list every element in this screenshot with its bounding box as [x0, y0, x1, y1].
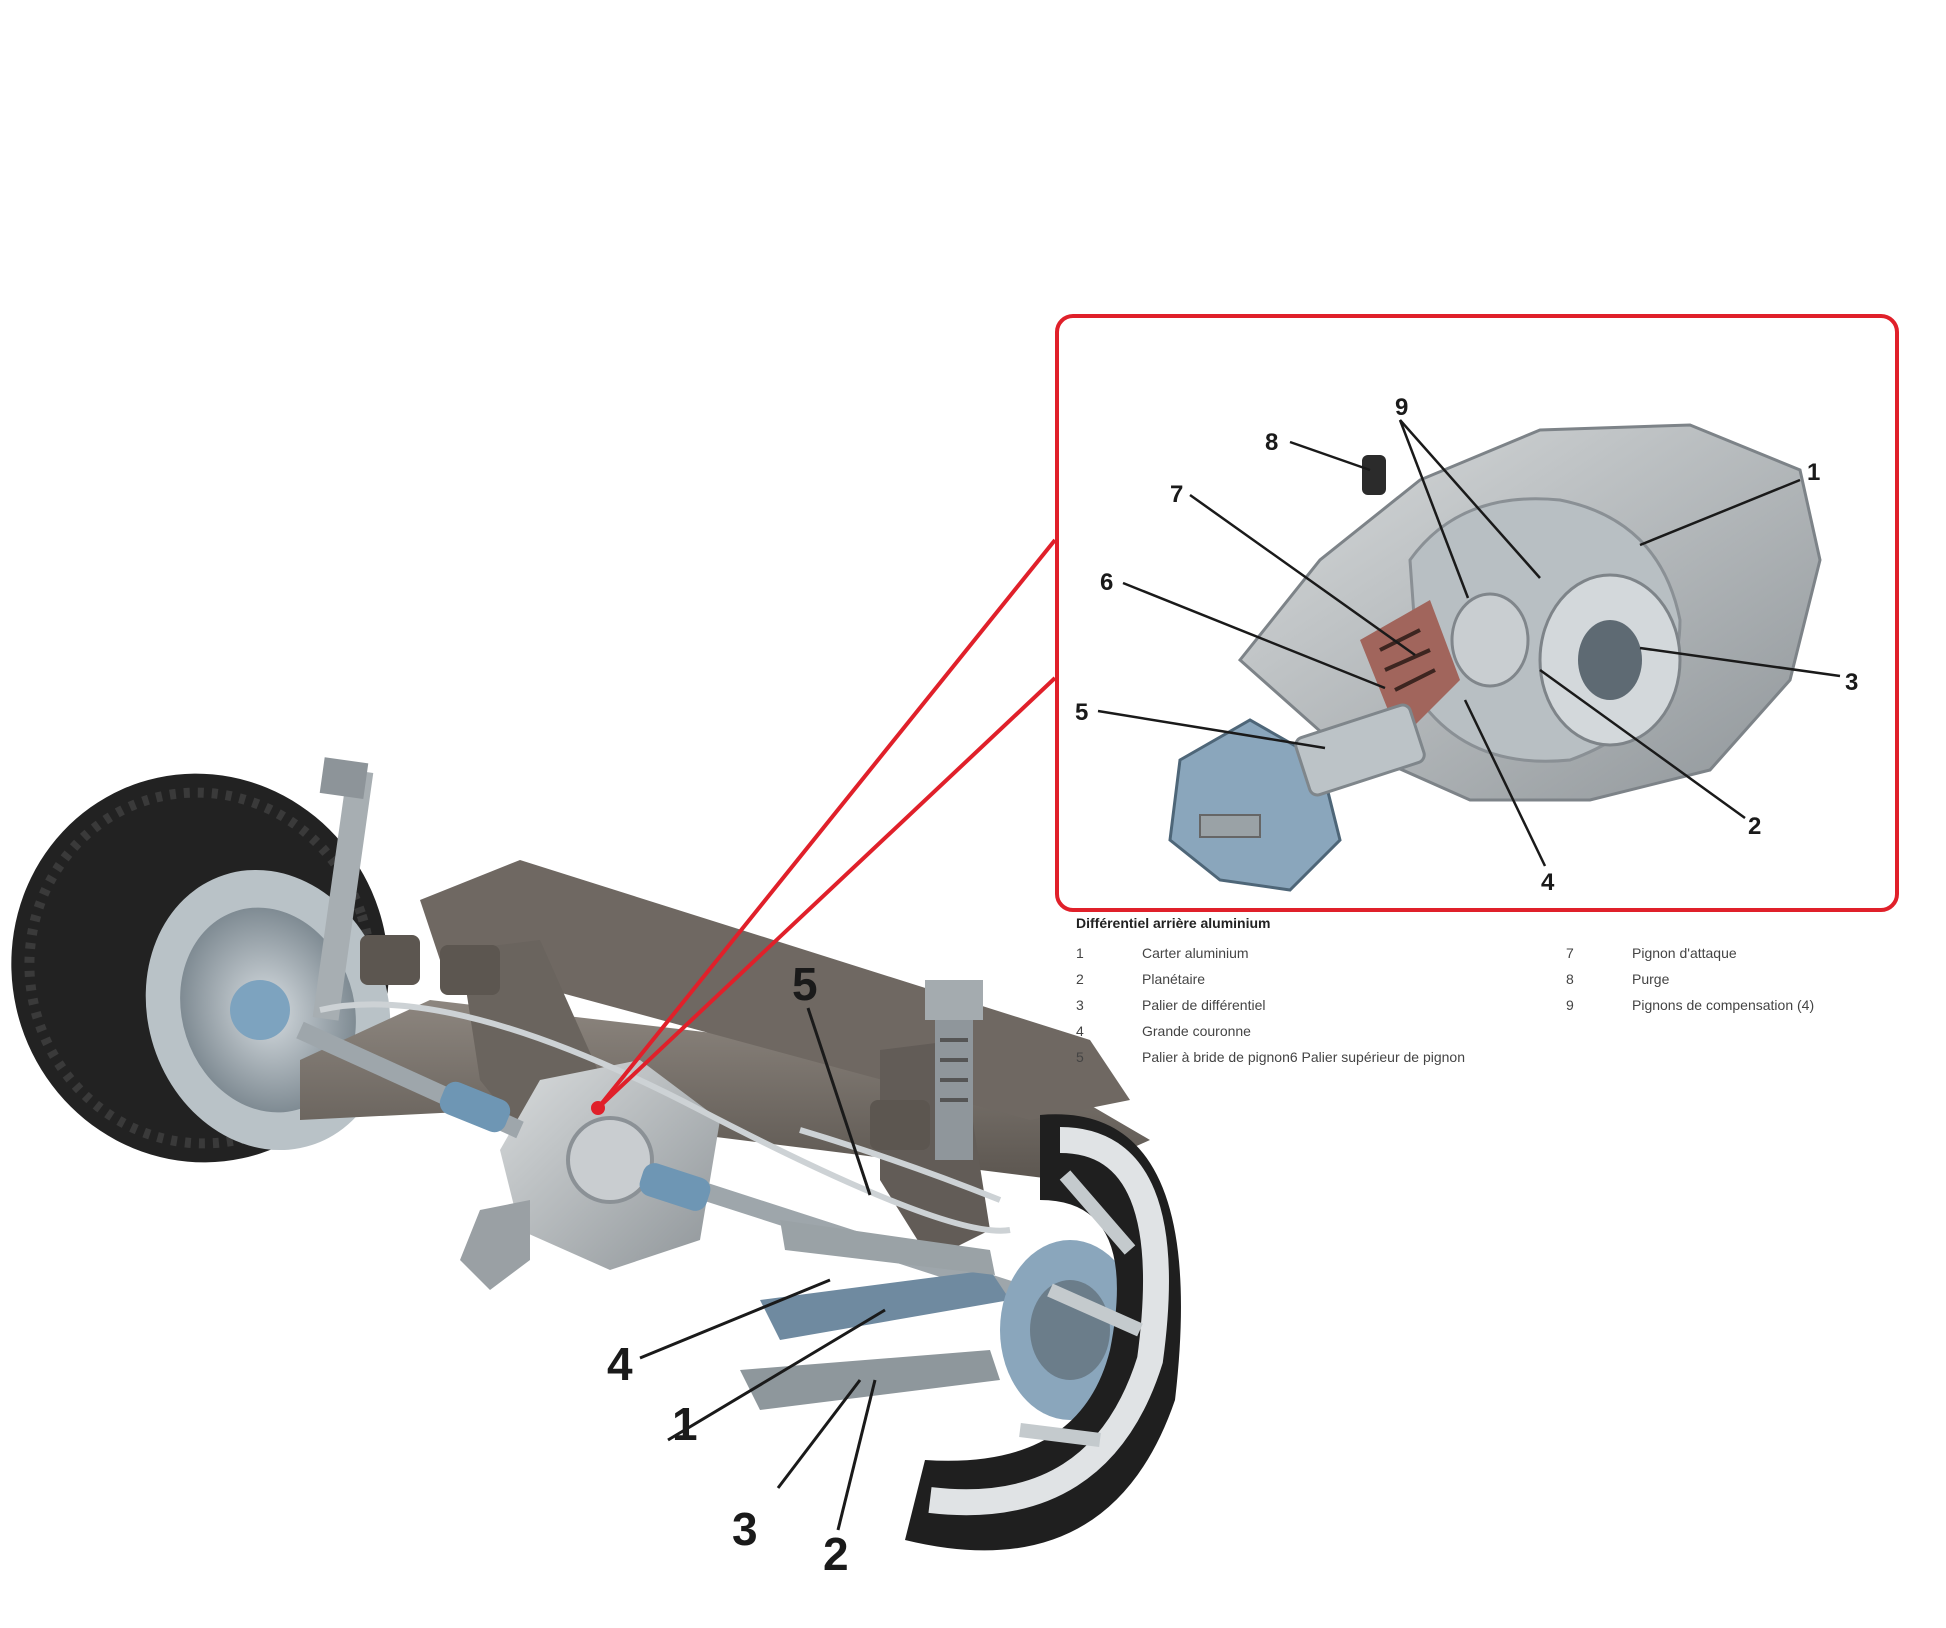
- right-strut: [925, 980, 983, 1160]
- axle-callout-3: 3: [732, 1503, 758, 1555]
- legend-item-text: Palier à bride de pignon6 Palier supérie…: [1142, 1049, 1465, 1065]
- legend-item-text: Pignons de compensation (4): [1632, 997, 1815, 1013]
- differential-housing: [460, 1060, 720, 1290]
- axle-callout-2: 2: [823, 1528, 849, 1580]
- detail-callout-6: 6: [1100, 569, 1113, 596]
- right-wheel: [905, 1114, 1181, 1551]
- axle-callout-1: 1: [672, 1398, 698, 1450]
- zoom-pointer-lines: [591, 538, 1057, 1115]
- detail-callout-5: 5: [1075, 699, 1088, 726]
- detail-callout-7: 7: [1170, 481, 1183, 508]
- detail-leader-lines: [1097, 419, 1841, 867]
- detail-callout-2: 2: [1748, 813, 1761, 840]
- rear-axle-assembly: 1 2 3 4 5: [11, 757, 1181, 1580]
- legend-title: Différentiel arrière aluminium: [1076, 915, 1271, 931]
- legend-item-text: Pignon d'attaque: [1632, 945, 1737, 961]
- breather-vent: [1362, 455, 1386, 495]
- legend-item-text: Palier de différentiel: [1142, 997, 1266, 1013]
- legend-item-text: Purge: [1632, 971, 1670, 987]
- pinion-flange: [1168, 703, 1426, 892]
- detail-callout-1: 1: [1807, 459, 1820, 486]
- differential-legend: Différentiel arrière aluminium 1 Carter …: [1076, 915, 1876, 1075]
- brake-lines: [319, 1001, 1011, 1234]
- detail-callout-9: 9: [1395, 394, 1408, 421]
- axle-callout-4: 4: [607, 1338, 633, 1390]
- legend-item-number: 4: [1076, 1023, 1084, 1039]
- cutaway-housing: [1237, 423, 1822, 802]
- legend-item-text: Planétaire: [1142, 971, 1206, 987]
- legend-item-text: Grande couronne: [1142, 1023, 1251, 1039]
- detail-callout-3: 3: [1845, 669, 1858, 696]
- axle-leader-lines: [639, 1007, 886, 1531]
- left-strut: [312, 757, 374, 1021]
- legend-item-number: 9: [1566, 997, 1574, 1013]
- legend-item-number: 8: [1566, 971, 1574, 987]
- legend-item-text: Carter aluminium: [1142, 945, 1249, 961]
- control-arms: [740, 1220, 1010, 1410]
- legend-item-number: 5: [1076, 1049, 1084, 1065]
- detail-callout-8: 8: [1265, 429, 1278, 456]
- legend-item-number: 2: [1076, 971, 1084, 987]
- detail-callout-4: 4: [1541, 869, 1555, 896]
- legend-item-number: 1: [1076, 945, 1084, 961]
- differential-detail-inset: 1 2 3 4 5 6 7 8 9: [1055, 314, 1899, 912]
- legend-item-number: 3: [1076, 997, 1084, 1013]
- axle-callout-5: 5: [792, 958, 818, 1010]
- legend-item-number: 7: [1566, 945, 1574, 961]
